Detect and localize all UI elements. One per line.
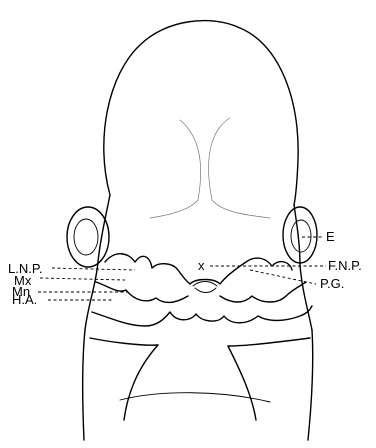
left-eye-outer xyxy=(67,207,109,267)
left-eye-lens xyxy=(74,219,98,255)
label-e: E xyxy=(326,229,335,244)
head-left-side xyxy=(85,195,110,330)
hyoid-lower-right xyxy=(228,346,256,420)
body-left xyxy=(83,330,85,440)
leader-mx xyxy=(40,278,125,280)
label-fnp: F.N.P. xyxy=(328,258,362,273)
body-right xyxy=(308,330,313,440)
label-ha: H.A. xyxy=(12,292,37,307)
hyoid-lower-left xyxy=(124,345,158,420)
mandibular-arch xyxy=(92,306,312,326)
pit-lower xyxy=(195,288,216,293)
leader-lnp xyxy=(52,268,135,270)
head-outline xyxy=(104,21,298,205)
neck-curve xyxy=(120,393,270,402)
head-right-side xyxy=(294,205,312,330)
brain-fold-left xyxy=(150,120,201,218)
brain-fold-right xyxy=(209,118,270,218)
pit-upper xyxy=(193,282,217,287)
leader-pg xyxy=(250,270,316,284)
frontonasal-process xyxy=(190,258,292,284)
x-mark: x xyxy=(198,258,205,273)
right-eye-lens xyxy=(291,220,311,252)
hyoid-arch xyxy=(90,338,310,346)
left-eye xyxy=(67,207,109,267)
label-pg: P.G. xyxy=(320,276,344,291)
